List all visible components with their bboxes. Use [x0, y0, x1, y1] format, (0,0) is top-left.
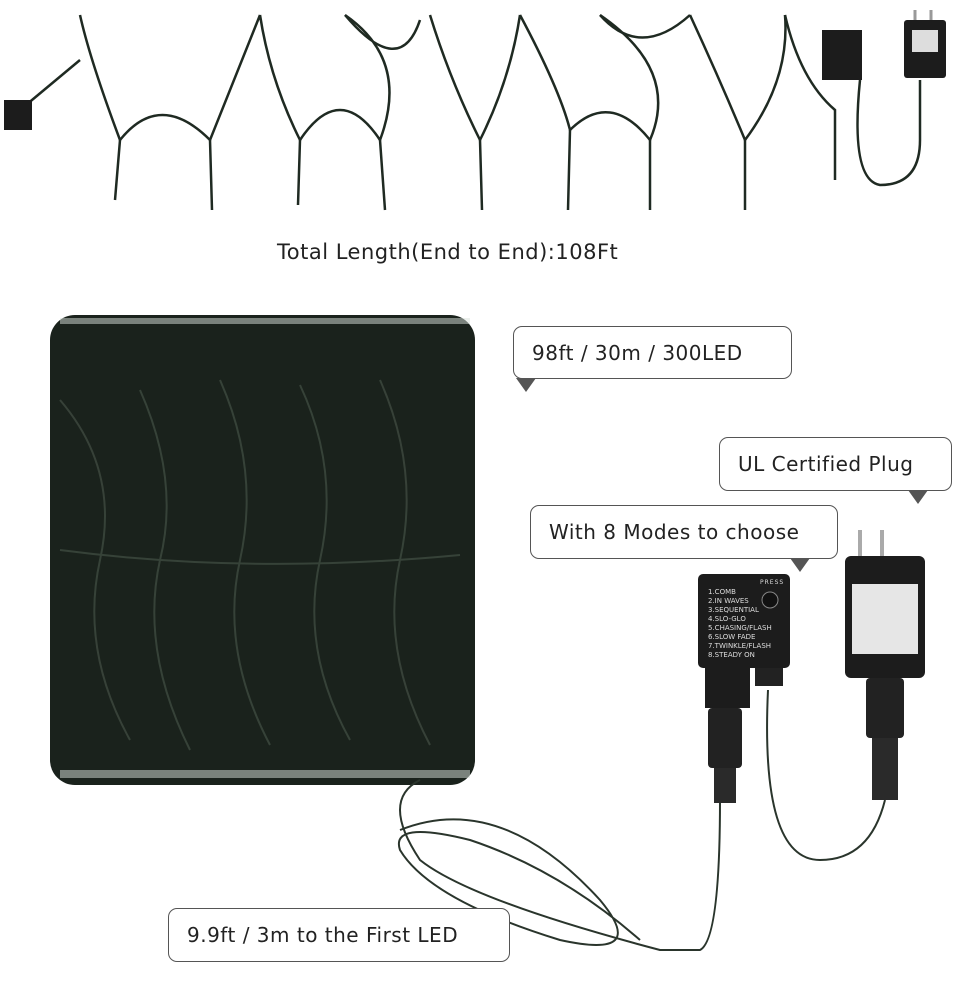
callout-modes: With 8 Modes to choose [530, 505, 838, 559]
plug-connector [4, 100, 32, 130]
string-light-diagram [19, 13, 922, 211]
mode-item: 8.STEADY ON [708, 651, 755, 659]
total-length-caption: Total Length(End to End):108Ft [277, 240, 619, 264]
callout-length-leds: 98ft / 30m / 300LED [513, 326, 792, 379]
controller-mode-list: 1.COMB 2.IN WAVES 3.SEQUENTIAL 4.SLO-GLO… [708, 588, 772, 660]
callout-ul-plug: UL Certified Plug [719, 437, 952, 491]
callout-lead-wire: 9.9ft / 3m to the First LED [168, 908, 510, 962]
lead-wire-coil [397, 689, 886, 951]
power-adapter [845, 530, 925, 800]
callout-tail [516, 378, 536, 392]
mini-controller [822, 30, 862, 80]
mode-item: 5.CHASING/FLASH [708, 624, 772, 632]
press-button-label: PRESS [760, 579, 785, 586]
callout-tail [908, 490, 928, 504]
mode-item: 2.IN WAVES [708, 597, 749, 605]
mode-item: 7.TWINKLE/FLASH [708, 642, 772, 650]
mode-item: 1.COMB [708, 588, 736, 596]
callout-tail [790, 558, 810, 572]
mode-item: 3.SEQUENTIAL [708, 606, 759, 614]
controller-box [698, 574, 790, 803]
mode-item: 6.SLOW FADE [708, 633, 756, 641]
coiled-lights-bundle [50, 315, 475, 785]
mode-item: 4.SLO-GLO [708, 615, 746, 623]
